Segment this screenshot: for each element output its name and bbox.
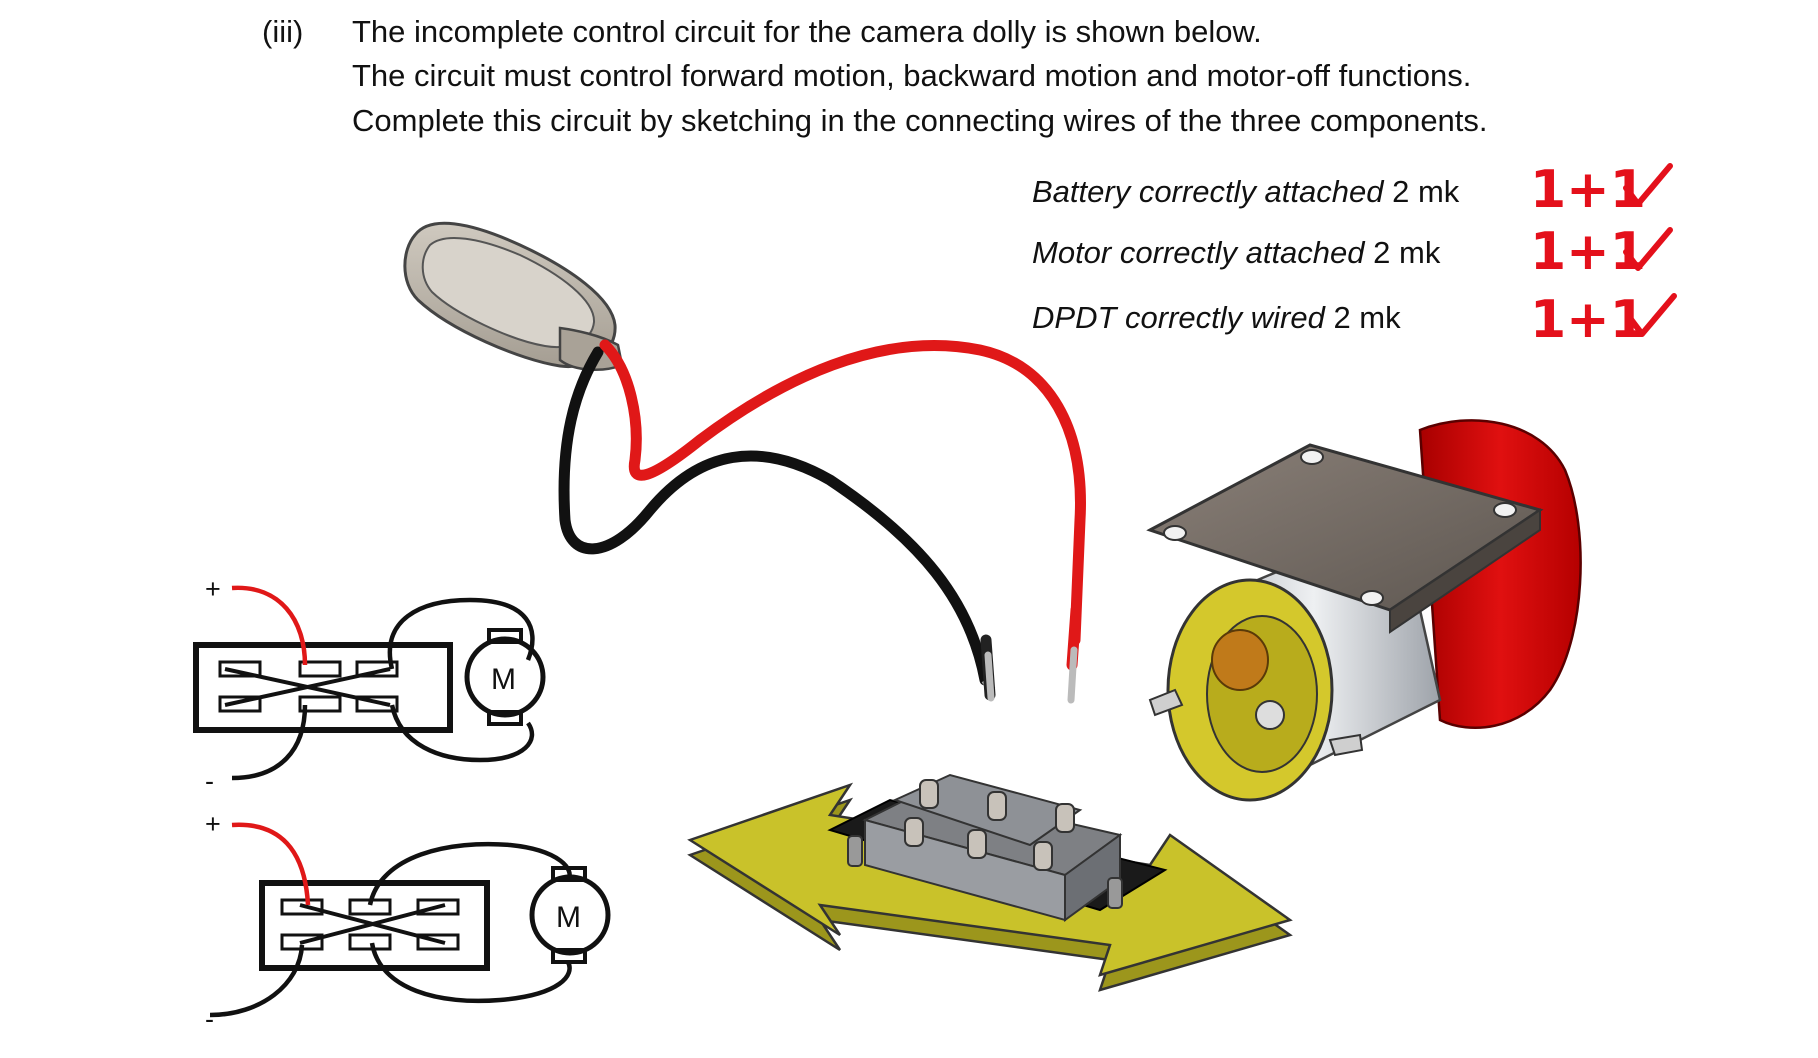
switch-terminal bbox=[904, 817, 924, 847]
schematic-1-minus-label: - bbox=[205, 766, 214, 796]
schematic-1-plus-label: + bbox=[205, 574, 221, 604]
marking-marks: 2 mk bbox=[1333, 300, 1401, 335]
schematic-2-minus-label: - bbox=[205, 1004, 214, 1034]
switch-terminal bbox=[967, 829, 987, 859]
checkmark-icon bbox=[1623, 163, 1673, 207]
marking-marks: 2 mk bbox=[1392, 174, 1460, 209]
motor bbox=[1146, 419, 1582, 802]
switch-contact bbox=[348, 933, 392, 951]
switch-terminal bbox=[1055, 803, 1075, 833]
schematic-1 bbox=[193, 585, 546, 781]
dpdt-switch bbox=[827, 773, 1168, 922]
switch-contact bbox=[218, 695, 262, 713]
marking-row-battery: Battery correctly attached 2 mk bbox=[1032, 174, 1459, 210]
motor-terminal bbox=[1328, 733, 1364, 757]
battery-holder bbox=[403, 221, 624, 371]
switch-contact bbox=[355, 695, 399, 713]
mount-screw bbox=[1107, 877, 1123, 909]
switch-contact bbox=[298, 660, 342, 678]
switch-contact bbox=[280, 898, 324, 916]
marking-criterion: Battery correctly attached bbox=[1032, 174, 1384, 209]
checkmark-icon bbox=[1627, 293, 1677, 337]
switch-contact bbox=[218, 660, 262, 678]
schematic-2 bbox=[209, 822, 611, 1018]
motor-terminal bbox=[1148, 688, 1184, 717]
red-wire-tip-metal bbox=[1067, 646, 1078, 704]
battery-red-wire bbox=[599, 339, 1086, 646]
switch-terminal bbox=[987, 791, 1007, 821]
black-wire-tip-metal bbox=[984, 651, 995, 702]
mount-screw bbox=[847, 835, 863, 867]
marking-criterion: Motor correctly attached bbox=[1032, 235, 1365, 270]
plate-hole bbox=[1300, 449, 1324, 465]
marking-marks: 2 mk bbox=[1373, 235, 1441, 270]
schematic-2-motor-label: M bbox=[556, 901, 581, 934]
question-number: (iii) bbox=[262, 14, 304, 49]
plate-hole bbox=[1493, 502, 1517, 518]
plate-hole bbox=[1360, 590, 1384, 606]
marking-row-dpdt: DPDT correctly wired 2 mk bbox=[1032, 300, 1401, 336]
checkmark-icon bbox=[1623, 227, 1673, 271]
switch-contact bbox=[416, 933, 460, 951]
switch-contact bbox=[298, 695, 342, 713]
battery-black-wire bbox=[558, 346, 991, 686]
question-line-3: Complete this circuit by sketching in th… bbox=[352, 103, 1488, 138]
marking-criterion: DPDT correctly wired bbox=[1032, 300, 1325, 335]
question-line-2: The circuit must control forward motion,… bbox=[352, 58, 1472, 93]
switch-terminal bbox=[1033, 841, 1053, 871]
switch-contact bbox=[416, 898, 460, 916]
question-line-1: The incomplete control circuit for the c… bbox=[352, 14, 1262, 49]
motor-symbol bbox=[529, 874, 611, 956]
marking-row-motor: Motor correctly attached 2 mk bbox=[1032, 235, 1440, 271]
score-dpdt: 1+1 bbox=[1530, 290, 1646, 350]
plate-hole bbox=[1163, 525, 1187, 541]
switch-contact bbox=[355, 660, 399, 678]
motor-symbol bbox=[464, 636, 546, 718]
schematic-2-plus-label: + bbox=[205, 809, 221, 839]
switch-terminal bbox=[919, 779, 939, 809]
schematic-1-motor-label: M bbox=[491, 663, 516, 696]
